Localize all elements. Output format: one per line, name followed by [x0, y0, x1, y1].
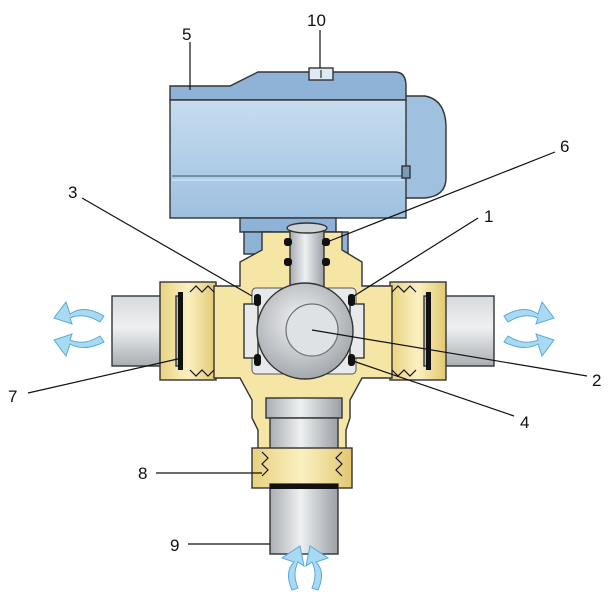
- callout-6: 6: [560, 137, 569, 156]
- valve-ball: [256, 282, 354, 380]
- callout-1: 1: [484, 207, 493, 226]
- callout-5: 5: [182, 25, 191, 44]
- callout-9: 9: [170, 536, 179, 555]
- callout-3: 3: [68, 183, 77, 202]
- callout-7: 7: [8, 387, 17, 406]
- flow-arrow-icon: [53, 300, 555, 591]
- callout-4: 4: [520, 413, 529, 432]
- callout-2: 2: [592, 371, 601, 390]
- leader-lines: [27, 30, 588, 545]
- spring-thread-icon: [189, 285, 417, 377]
- callout-8: 8: [138, 464, 147, 483]
- callout-10: 10: [307, 11, 326, 30]
- bottom-pipe-connection: [251, 397, 353, 555]
